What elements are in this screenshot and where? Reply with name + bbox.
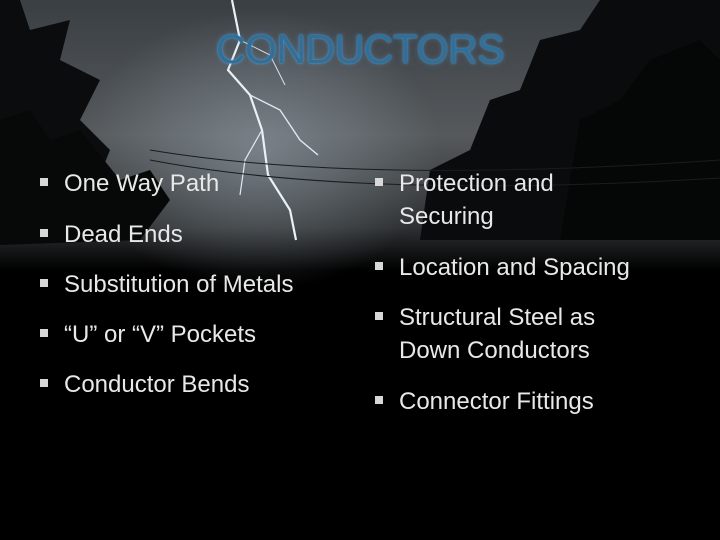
square-bullet-icon <box>40 379 48 387</box>
list-item-label: Protection and Securing <box>399 170 554 230</box>
list-item-label: Connector Fittings <box>399 388 594 415</box>
square-bullet-icon <box>40 178 48 186</box>
list-item-label: One Way Path <box>64 170 220 197</box>
square-bullet-icon <box>375 178 383 186</box>
list-item: Connector Fittings <box>375 385 685 418</box>
list-item-label: Conductor Bends <box>64 371 250 398</box>
list-item: Protection and Securing <box>375 167 645 233</box>
square-bullet-icon <box>40 279 48 287</box>
list-item: “U” or “V” Pockets <box>40 318 350 351</box>
list-item-label: Structural Steel as Down Conductors <box>399 304 596 364</box>
list-item: One Way Path <box>40 167 350 200</box>
square-bullet-icon <box>375 396 383 404</box>
square-bullet-icon <box>375 312 383 320</box>
list-item: Location and Spacing <box>375 251 685 284</box>
list-item: Structural Steel as Down Conductors <box>375 301 645 367</box>
square-bullet-icon <box>40 229 48 237</box>
square-bullet-icon <box>375 262 383 270</box>
square-bullet-icon <box>40 329 48 337</box>
list-item-label: Substitution of Metals <box>64 271 294 298</box>
list-item: Dead Ends <box>40 218 350 251</box>
list-item-label: Dead Ends <box>64 221 183 248</box>
list-item-label: “U” or “V” Pockets <box>64 321 257 348</box>
list-item: Substitution of Metals <box>40 268 350 301</box>
list-item-label: Location and Spacing <box>399 254 630 281</box>
list-item: Conductor Bends <box>40 368 350 401</box>
slide-title: CONDUCTORS <box>215 26 505 72</box>
